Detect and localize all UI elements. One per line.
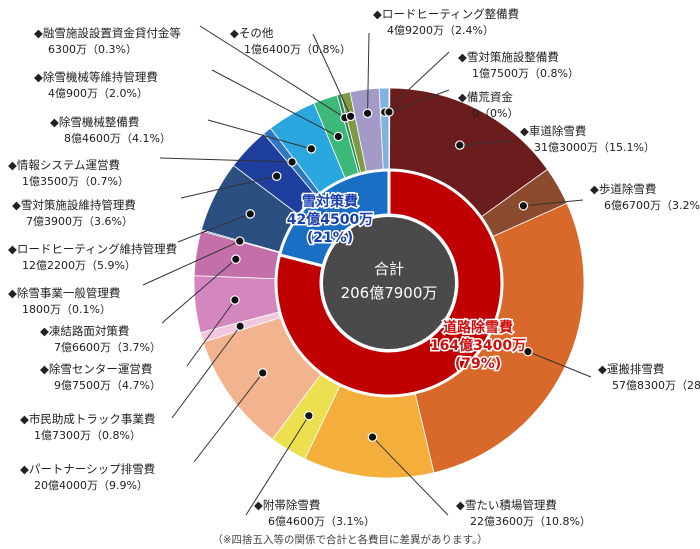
category-value-15: 6300万（0.3%） xyxy=(48,43,137,56)
leader-dot-13 xyxy=(306,144,317,154)
category-value-13: 8億4600万（4.1%） xyxy=(64,132,171,145)
leader-line-2 xyxy=(527,351,592,378)
category-name-7: ◆除雪センター運営費 xyxy=(40,362,152,376)
leader-line-0 xyxy=(459,140,514,146)
leader-dot-5 xyxy=(257,368,268,378)
leader-dot-6 xyxy=(235,321,245,332)
inner-label-0-0: 雪対策費 xyxy=(302,193,358,210)
inner-label-0-2: (21%) xyxy=(307,230,353,246)
category-name-12: ◆情報システム運営費 xyxy=(8,158,120,172)
leader-line-5 xyxy=(193,372,264,463)
category-name-8: ◆凍結路面対策費 xyxy=(40,324,129,338)
leader-line-18 xyxy=(384,51,450,113)
leader-dot-10 xyxy=(245,209,256,219)
category-name-0: ◆車道除雪費 xyxy=(520,124,586,138)
center-circle xyxy=(323,217,455,349)
leader-dot-3 xyxy=(367,432,378,442)
category-value-18: 1億7500万（0.8%） xyxy=(472,67,579,80)
leader-line-12 xyxy=(159,157,293,163)
inner-label-1-2: (79%) xyxy=(455,356,501,372)
category-value-8: 7億6600万（3.7%） xyxy=(54,341,161,354)
leader-dot-16 xyxy=(345,111,356,122)
inner-slice-road-snow-removal xyxy=(274,168,504,398)
category-value-4: 6億4600万（3.1%） xyxy=(268,515,375,528)
leader-dot-11 xyxy=(271,171,282,181)
leader-dot-2 xyxy=(523,346,533,357)
leader-line-15 xyxy=(199,25,346,119)
category-value-12: 1億3500万（0.7%） xyxy=(22,175,129,188)
leader-line-4 xyxy=(245,415,310,516)
leader-dot-17 xyxy=(362,108,373,119)
leader-dot-14 xyxy=(333,131,344,142)
leader-line-3 xyxy=(372,436,449,516)
category-value-14: 4億900万（2.0%） xyxy=(48,87,148,100)
category-value-0: 31億3000万（15.1%） xyxy=(534,141,655,154)
leader-line-1 xyxy=(523,199,584,207)
leader-line-10 xyxy=(177,213,251,243)
leader-dot-0 xyxy=(455,140,465,150)
footnote: （※四捨五入等の関係で合計と各費目に差異があります。） xyxy=(212,533,488,546)
leader-line-16 xyxy=(312,33,352,117)
leader-dot-19 xyxy=(384,107,394,117)
inner-label-1-0: 道路除雪費 xyxy=(443,319,513,336)
category-value-10: 12億2200万（5.9%） xyxy=(22,259,136,272)
category-name-17: ◆ロードヒーティング整備費 xyxy=(373,7,519,21)
category-value-19: 0（0%） xyxy=(472,107,518,120)
leader-dot-8 xyxy=(231,254,241,265)
leader-dot-9 xyxy=(234,236,245,246)
category-name-15: ◆融雪施設設置資金貸付金等 xyxy=(34,26,181,40)
leader-dot-4 xyxy=(304,410,314,421)
category-name-14: ◆除雪機械等維持管理費 xyxy=(34,70,158,84)
leader-dot-12 xyxy=(287,157,297,167)
category-name-4: ◆附帯除雪費 xyxy=(254,498,320,512)
category-value-9: 1800万（0.1%） xyxy=(22,303,111,316)
leader-line-8 xyxy=(161,258,237,324)
category-value-11: 7億3900万（3.6%） xyxy=(26,215,133,228)
category-value-7: 9億7500万（4.7%） xyxy=(54,379,161,392)
inner-ring xyxy=(274,168,504,398)
category-name-19: ◆備荒資金 xyxy=(458,90,513,104)
category-value-1: 6億6700万（3.2%） xyxy=(604,199,700,212)
category-labels: ◆車道除雪費 31億3000万（15.1%） ◆歩道除雪費 6億6700万（3.2%）… xyxy=(8,7,700,528)
category-value-17: 4億9200万（2.4%） xyxy=(387,24,494,37)
category-value-5: 20億4000万（9.9%） xyxy=(34,479,148,492)
category-name-6: ◆市民助成トラック事業費 xyxy=(20,412,155,426)
inner-label-1-1: 164億3400万 xyxy=(430,337,526,354)
category-name-3: ◆雪たい積場管理費 xyxy=(456,498,557,512)
leader-line-6 xyxy=(171,325,241,419)
category-name-13: ◆除雪機械整備費 xyxy=(50,115,139,129)
category-name-10: ◆ロードヒーティング維持管理費 xyxy=(8,242,177,256)
outer-slice-19 xyxy=(388,87,391,171)
leader-dot-7 xyxy=(230,295,240,305)
leader-line-11 xyxy=(180,175,277,199)
leader-dot-1 xyxy=(518,200,529,211)
leader-line-17 xyxy=(367,32,370,114)
leader-line-9 xyxy=(142,240,240,286)
center-title: 合計 xyxy=(374,260,404,278)
category-value-16: 1億6400万（0.8%） xyxy=(244,43,351,56)
category-name-2: ◆運搬排雪費 xyxy=(598,362,664,376)
category-value-2: 57億8300万（28.0%） xyxy=(612,379,700,392)
category-name-9: ◆除雪事業一般管理費 xyxy=(8,286,120,300)
leader-line-13 xyxy=(207,119,312,150)
category-value-3: 22億3600万（10.8%） xyxy=(470,515,591,528)
category-name-16: ◆その他 xyxy=(230,26,274,40)
leader-line-19 xyxy=(388,89,450,113)
leader-line-14 xyxy=(211,69,339,137)
category-name-5: ◆パートナーシップ排雪費 xyxy=(20,462,155,476)
inner-label-0-1: 42億4500万 xyxy=(287,211,373,228)
category-name-1: ◆歩道除雪費 xyxy=(590,182,656,196)
category-name-18: ◆雪対策施設整備費 xyxy=(458,50,559,64)
leader-line-7 xyxy=(186,299,236,367)
center-value: 206億7900万 xyxy=(341,284,438,302)
leader-lines xyxy=(142,25,592,516)
category-name-11: ◆雪対策施設維持管理費 xyxy=(12,198,136,212)
category-value-6: 1億7300万（0.8%） xyxy=(34,429,141,442)
